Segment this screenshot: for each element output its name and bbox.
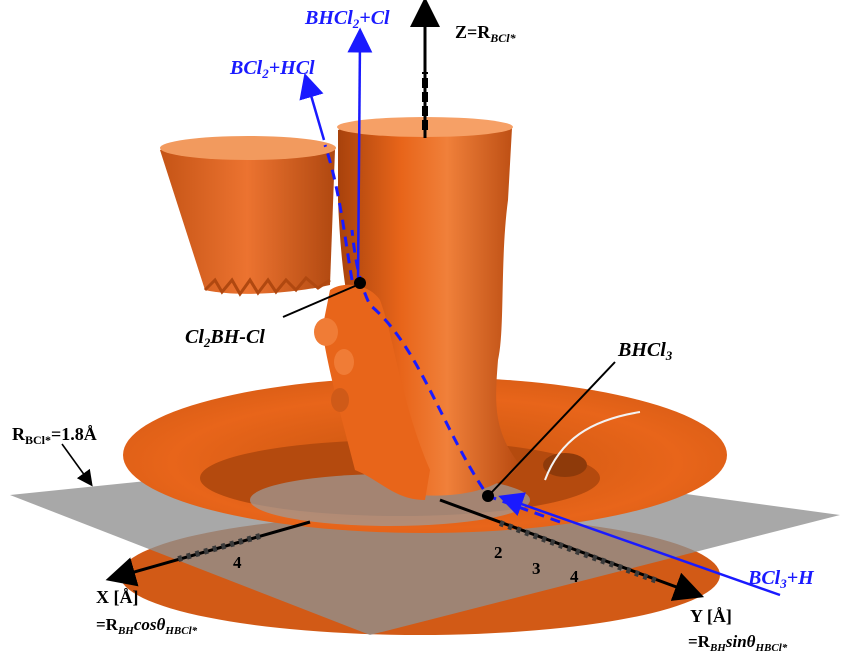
- path-bcl2-hcl-solid: [299, 72, 326, 141]
- bcl3-h-label: BCl3+H: [747, 567, 815, 591]
- bhcl2-cl-label: BHCl2+Cl: [304, 7, 390, 31]
- point-cl2bh-cl: [354, 277, 366, 289]
- y-tick-2: 2: [494, 543, 503, 562]
- x-tick-4: 4: [233, 553, 242, 572]
- main-tube-surface: [338, 119, 520, 496]
- white-contour-line: [544, 411, 641, 481]
- neck-surface: [322, 284, 430, 500]
- point-bhcl3: [482, 490, 494, 502]
- y-axis-definition: =RBHsinθHBCl*: [688, 632, 788, 654]
- y-tick-3: 3: [532, 559, 541, 578]
- x-axis-definition: =RBHcosθHBCl*: [96, 615, 198, 637]
- leader-rbcl: [61, 443, 93, 487]
- path-bcl2-hcl-dashed: [323, 144, 354, 281]
- cl2bh-cl-label: Cl2BH-Cl: [185, 326, 265, 350]
- neck-blob-3: [331, 388, 349, 412]
- path-bhcl2-cl: [347, 27, 373, 283]
- cup-jagged-edge: [203, 275, 331, 297]
- bhcl3-label: BHCl3: [617, 339, 673, 363]
- leader-bhcl3: [491, 361, 616, 493]
- z-axis-label: Z=RBCl*: [455, 22, 517, 45]
- saucer-dimple: [543, 453, 587, 477]
- x-axis-ticks: [174, 533, 261, 563]
- y-axis-ticks: [498, 520, 662, 585]
- leader-cl2bh-cl: [282, 285, 356, 318]
- bcl2-hcl-label: BCl2+HCl: [229, 57, 315, 81]
- tilted-cup-surface: [160, 139, 335, 294]
- y-axis-title: Y [Å]: [690, 606, 732, 626]
- y-tick-4: 4: [570, 567, 579, 586]
- neck-blob-2: [334, 349, 354, 375]
- tilted-cup-rim: [160, 136, 336, 160]
- path-bcl3-h-solid: [498, 492, 781, 597]
- neck-blob-1: [314, 318, 338, 346]
- y-axis: [439, 498, 705, 601]
- rbcl-plane-label: RBCl*=1.8Å: [12, 424, 97, 447]
- x-axis-title: X [Å]: [96, 587, 139, 607]
